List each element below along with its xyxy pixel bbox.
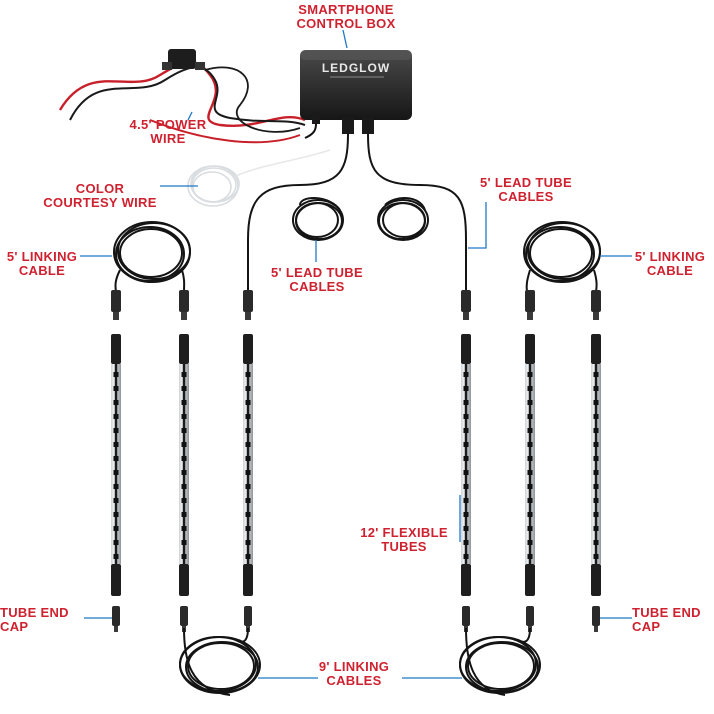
lead-tube-cables: [247, 133, 467, 292]
tube-end-cap: [112, 606, 120, 626]
label-linking-9-line1: 9' LINKING: [318, 659, 390, 674]
label-lead-right-line2: CABLES: [498, 189, 554, 204]
label-endcap-right-line2: CAP: [632, 619, 661, 634]
linking-cable-9-left-coil: [179, 627, 261, 696]
linking-cable-left-coil: [113, 221, 191, 293]
label-endcap-left-line2: CAP: [0, 619, 29, 634]
label-flexible-tubes-line1: 12' FLEXIBLE: [360, 525, 448, 540]
leader-control-box: [342, 29, 348, 49]
led-tube: [461, 290, 471, 632]
label-lead-left: 5' LEAD TUBE CABLES: [262, 266, 372, 294]
label-lead-right: 5' LEAD TUBE CABLES: [470, 176, 582, 204]
label-courtesy-wire: COLOR COURTESY WIRE: [38, 182, 162, 210]
label-linking-right-line2: CABLE: [646, 263, 694, 278]
label-linking-right: 5' LINKING CABLE: [628, 250, 712, 278]
tube-end-cap: [180, 606, 188, 626]
led-tube: [179, 290, 189, 632]
leader-power-wire: [187, 111, 193, 121]
tube-end-cap: [462, 606, 470, 626]
flexible-tubes: [111, 290, 601, 632]
tube-end-cap: [526, 606, 534, 626]
leader-lead-right: [468, 202, 487, 249]
tube-end-cap: [592, 606, 600, 626]
label-flexible-tubes: 12' FLEXIBLE TUBES: [346, 526, 462, 554]
label-control-box-line2: CONTROL BOX: [296, 16, 396, 31]
led-tube: [591, 290, 601, 632]
power-wire: [58, 49, 306, 144]
leader-lines: [80, 29, 632, 679]
label-endcap-right: TUBE END CAP: [632, 606, 714, 634]
label-endcap-left: TUBE END CAP: [0, 606, 86, 634]
label-power-wire-line2: WIRE: [150, 131, 186, 146]
label-power-wire-line1: 4.5' POWER: [129, 117, 207, 132]
label-lead-left-line2: CABLES: [289, 279, 345, 294]
tube-end-cap: [244, 606, 252, 626]
label-linking-right-line1: 5' LINKING: [634, 249, 706, 264]
led-tube: [525, 290, 535, 632]
label-linking-left: 5' LINKING CABLE: [0, 250, 84, 278]
label-courtesy-wire-line1: COLOR: [75, 181, 125, 196]
label-linking-9: 9' LINKING CABLES: [304, 660, 404, 688]
label-control-box-line1: SMARTPHONE: [298, 2, 394, 17]
label-lead-right-line1: 5' LEAD TUBE: [480, 175, 572, 190]
label-linking-left-line1: 5' LINKING: [6, 249, 78, 264]
label-power-wire: 4.5' POWER WIRE: [118, 118, 218, 146]
linking-cable-right-coil: [523, 221, 601, 293]
led-tube: [243, 290, 253, 632]
label-linking-left-line2: CABLE: [18, 263, 66, 278]
label-courtesy-wire-line2: COURTESY WIRE: [43, 195, 157, 210]
label-control-box: SMARTPHONE CONTROL BOX: [290, 3, 402, 31]
linking-cable-9-right-coil: [459, 627, 541, 696]
ledglow-logo: LEDGLOW: [322, 61, 390, 75]
label-flexible-tubes-line2: TUBES: [381, 539, 427, 554]
label-endcap-left-line1: TUBE END: [0, 605, 69, 620]
label-lead-left-line1: 5' LEAD TUBE: [271, 265, 363, 280]
control-box: LEDGLOW: [300, 50, 412, 139]
fuse-holder: [168, 49, 196, 69]
label-linking-9-line2: CABLES: [326, 673, 382, 688]
led-tube: [111, 290, 121, 632]
label-endcap-right-line1: TUBE END: [632, 605, 701, 620]
